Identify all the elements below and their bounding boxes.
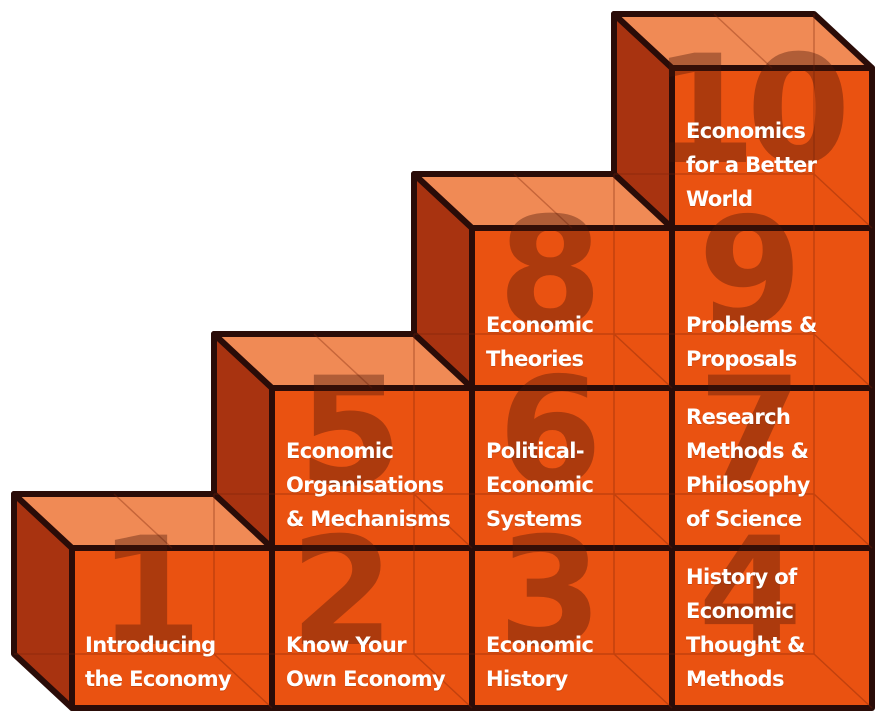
- box-number-3: 3: [498, 506, 602, 680]
- box-label-2: Know Your Own Economy: [286, 633, 446, 691]
- front-face-7: [669, 385, 875, 551]
- box-number-9: 9: [698, 186, 802, 360]
- box-number-10: 10: [652, 24, 851, 198]
- front-face-9: [669, 225, 875, 391]
- front-face-4: [669, 545, 875, 711]
- box-label-4: History of Economic Thought & Methods: [686, 565, 806, 691]
- box-label-6: Political- Economic Systems: [486, 439, 594, 531]
- box-label-5: Economic Organisations & Mechanisms: [286, 439, 451, 531]
- box-number-1: 1: [98, 506, 202, 680]
- box-label-1: Introducing the Economy: [85, 633, 232, 691]
- box-label-9: Problems & Proposals: [686, 313, 817, 371]
- box-label-7: Research Methods & Philosophy of Science: [686, 405, 810, 531]
- box-number-7: 7: [698, 346, 802, 520]
- box-label-3: Economic History: [486, 633, 594, 691]
- box-number-5: 5: [298, 346, 402, 520]
- box-number-4: 4: [698, 506, 802, 680]
- front-face-10: [669, 65, 875, 231]
- box-label-10: Economics for a Better World: [686, 119, 817, 211]
- front-face-8: [469, 225, 675, 391]
- inner-grid-lines: [14, 13, 873, 709]
- box-number-8: 8: [498, 186, 602, 360]
- box-number-6: 6: [498, 346, 602, 520]
- box-label-8: Economic Theories: [486, 313, 594, 371]
- box-number-2: 2: [290, 506, 394, 680]
